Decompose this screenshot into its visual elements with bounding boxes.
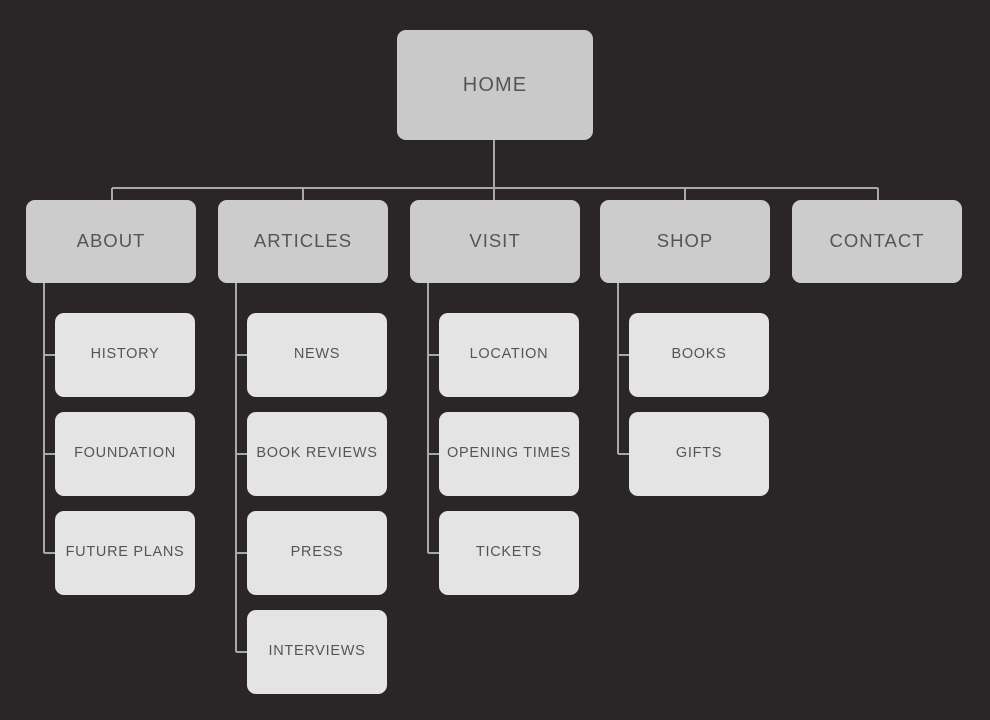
node-page-future-plans[interactable]: FUTURE PLANS [55,511,195,595]
node-label-visit: VISIT [469,230,521,252]
node-label-foundation: FOUNDATION [74,445,176,462]
node-section-visit[interactable]: VISIT [410,200,580,283]
node-label-gifts: GIFTS [675,445,723,462]
node-page-news[interactable]: NEWS [247,313,387,397]
node-page-press[interactable]: PRESS [247,511,387,595]
node-section-about[interactable]: ABOUT [26,200,196,283]
node-label-home: HOME [462,74,528,96]
node-root-home[interactable]: HOME [397,30,593,140]
node-page-opening-times[interactable]: OPENING TIMES [439,412,579,496]
node-page-location[interactable]: LOCATION [439,313,579,397]
node-page-history[interactable]: HISTORY [55,313,195,397]
node-label-contact: CONTACT [829,230,925,252]
node-label-news: NEWS [293,346,341,363]
node-label-books: BOOKS [671,346,727,363]
node-label-shop: SHOP [656,230,714,252]
node-label-book-reviews: BOOK REVIEWS [256,445,378,462]
node-page-foundation[interactable]: FOUNDATION [55,412,195,496]
node-section-contact[interactable]: CONTACT [792,200,962,283]
node-label-history: HISTORY [90,346,160,363]
node-label-opening-times: OPENING TIMES [446,445,572,462]
node-label-about: ABOUT [76,230,146,252]
node-page-book-reviews[interactable]: BOOK REVIEWS [247,412,387,496]
node-label-location: LOCATION [469,346,549,363]
node-section-shop[interactable]: SHOP [600,200,770,283]
node-label-future-plans: FUTURE PLANS [65,544,185,561]
node-page-gifts[interactable]: GIFTS [629,412,769,496]
node-page-interviews[interactable]: INTERVIEWS [247,610,387,694]
node-label-press: PRESS [290,544,344,561]
node-label-tickets: TICKETS [475,544,543,561]
node-page-books[interactable]: BOOKS [629,313,769,397]
node-page-tickets[interactable]: TICKETS [439,511,579,595]
node-label-interviews: INTERVIEWS [268,643,366,660]
node-section-articles[interactable]: ARTICLES [218,200,388,283]
node-label-articles: ARTICLES [253,230,353,252]
